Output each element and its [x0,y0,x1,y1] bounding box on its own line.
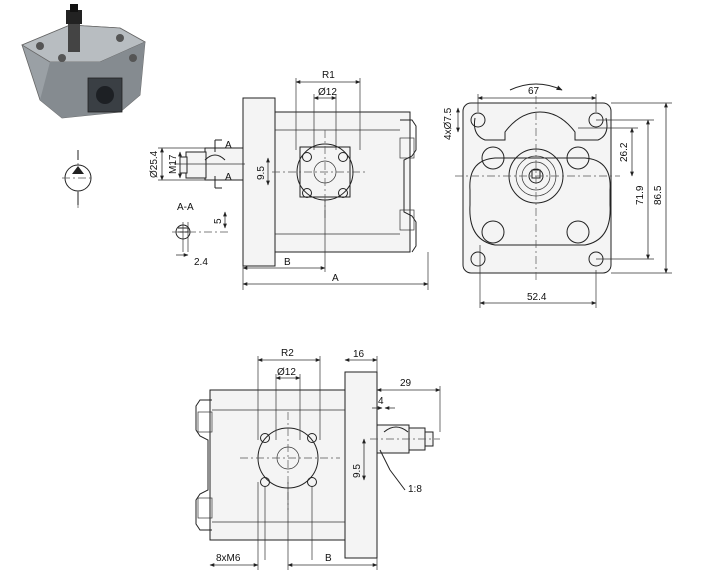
bottom-view-dimensions [209,356,441,570]
label-29: 29 [400,378,412,389]
label-24: 2.4 [194,257,208,268]
label-254: Ø25.4 [149,150,160,178]
pump-photo [21,4,146,119]
side-view-bottom [195,371,440,559]
label-section-a1: A [225,140,232,151]
label-b-bottom: B [325,553,332,564]
label-719: 71.9 [635,185,646,205]
label-m17: M17 [168,154,179,174]
hydraulic-pump-symbol-icon [62,150,94,208]
label-18: 1:8 [408,484,422,495]
label-section-a2: A [225,172,232,183]
side-view-top [174,97,417,267]
label-67: 67 [528,86,540,97]
section-a-a [172,211,230,257]
top-view-dimensions [158,78,429,290]
label-865: 86.5 [653,185,664,205]
label-95-bottom: 9.5 [352,464,363,478]
label-a-top: A [332,273,339,284]
label-95-top: 9.5 [256,166,267,180]
label-262: 26.2 [619,142,630,162]
label-524: 52.4 [527,292,547,303]
label-4x75: 4xØ7.5 [443,107,454,140]
label-b-top: B [284,257,291,268]
label-8xm6: 8xM6 [216,553,241,564]
label-bore-bottom: Ø12 [277,367,296,378]
front-view [455,83,620,280]
label-section-aa: A-A [177,202,194,213]
front-view-dimensions [456,94,672,308]
label-r2: R2 [281,348,294,359]
label-4: 4 [378,396,384,407]
label-16: 16 [353,349,365,360]
label-5: 5 [213,218,224,224]
dimension-labels: R1 Ø12 67 4xØ7.5 26.2 71.9 86.5 52.4 Ø25… [149,70,664,564]
label-bore-top: Ø12 [318,87,337,98]
label-r1: R1 [322,70,335,81]
